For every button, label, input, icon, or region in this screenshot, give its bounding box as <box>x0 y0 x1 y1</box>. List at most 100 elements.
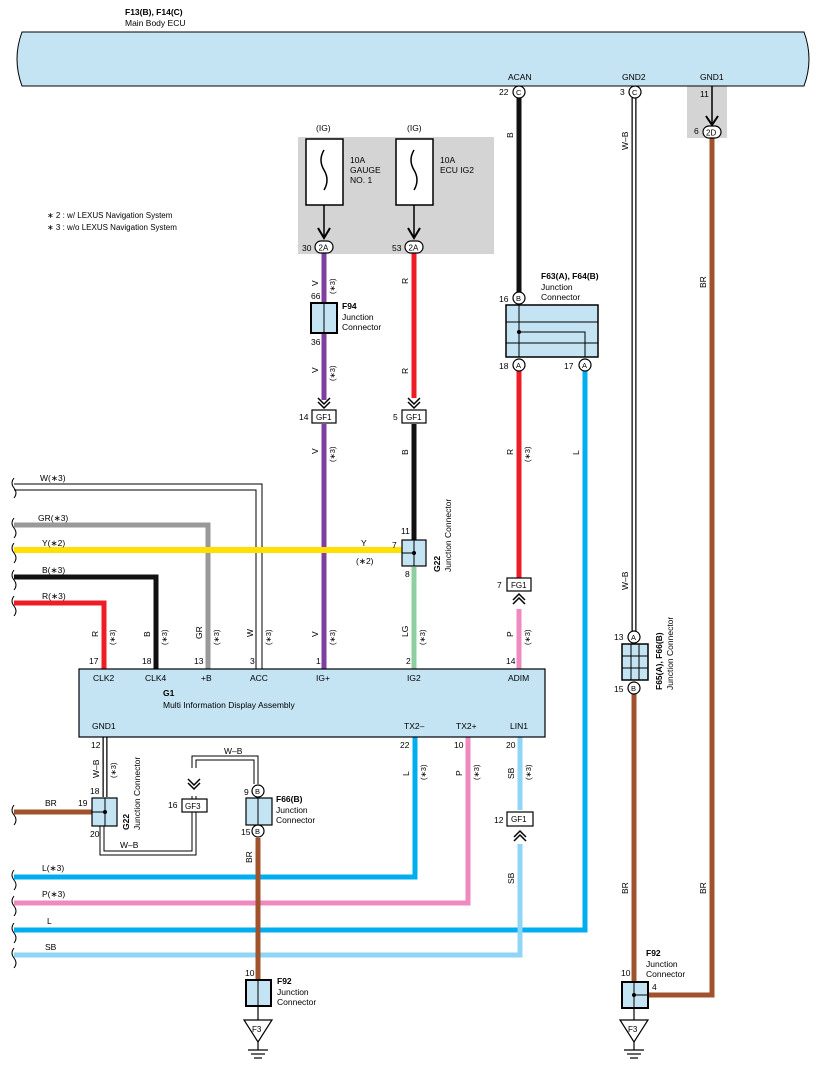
left-wire-y: Y(∗2) <box>42 538 65 548</box>
g22-bot-pin-left: 19 <box>78 798 88 808</box>
f92-left-pin: 10 <box>245 968 255 978</box>
f94-pin-bot: 36 <box>311 337 321 347</box>
ecu-pin-gnd2-num: 3 <box>620 87 625 97</box>
gf1-violet-name: GF1 <box>316 413 332 422</box>
f63-line2: Connector <box>541 292 580 302</box>
pin-adim-label: ADIM <box>508 673 529 683</box>
code-r-clk2: R <box>90 631 100 637</box>
wire-w-outer-b <box>14 489 257 669</box>
pin-acc-num: 3 <box>250 656 255 666</box>
code-gr-star: (∗3) <box>212 629 221 645</box>
fg1-name: FG1 <box>511 581 527 590</box>
ecu-pin-gnd2-label: GND2 <box>622 72 646 82</box>
wire-wb-f66-a <box>191 755 259 784</box>
f63-pin-out2: 17 <box>564 361 574 371</box>
code-l-tx2m: L <box>401 771 411 776</box>
f65-conn-top: A <box>631 633 636 642</box>
wire-wb-loop-b <box>103 796 193 852</box>
fuse-2-rating: 10A <box>440 155 455 165</box>
code-wb-gnd1: W–B <box>91 759 101 778</box>
assembly-g1: G1 Multi Information Display Assembly CL… <box>78 656 546 750</box>
code-p-adim: P <box>505 631 515 637</box>
ecu-pin-acan-num: 22 <box>499 87 509 97</box>
left-wire-p3: P(∗3) <box>42 889 65 899</box>
yellow-wire-code: Y <box>361 538 367 548</box>
ecu-ref: F13(B), F14(C) <box>125 7 183 17</box>
wire-pink-tx2plus <box>14 737 471 906</box>
f92-right-line2: Connector <box>646 969 685 979</box>
fuse-2-source: (IG) <box>407 123 422 133</box>
f65-conn-bot: B <box>631 684 636 693</box>
f92-left-ground: F3 <box>252 1025 262 1034</box>
wb-label-top: W–B <box>224 746 243 756</box>
code-br-gnd2: BR <box>620 882 630 894</box>
wire-black-clk4 <box>14 574 159 669</box>
wire-blue-l <box>14 371 588 933</box>
pin-gnd1-label: GND1 <box>92 721 116 731</box>
f66-conn-bot: B <box>255 827 260 836</box>
g22-bot-text: Junction Connector <box>132 757 142 830</box>
inline-connector-gf1-violet: 14 GF1 <box>299 397 337 424</box>
pin-clk2-label: CLK2 <box>93 673 115 683</box>
ecu-name: Main Body ECU <box>125 18 185 28</box>
gf3-name: GF3 <box>185 802 201 811</box>
f65-pin-bot: 15 <box>614 684 624 694</box>
wire-blue-tx2minus <box>14 737 418 880</box>
code-v-2: V <box>310 367 320 373</box>
fuse-1-name1: GAUGE <box>350 165 381 175</box>
pin-gnd1-num: 12 <box>91 740 101 750</box>
left-wire-l3: L(∗3) <box>42 863 64 873</box>
f94-line1: Junction <box>342 312 374 322</box>
junction-f92-left: 10 F92 Junction Connector F3 <box>242 968 316 1059</box>
wire-w-outer-a <box>14 483 263 669</box>
code-v-1-star: (∗3) <box>328 278 337 294</box>
pin-ig2-label: IG2 <box>407 673 421 683</box>
code-r-adim-star: (∗3) <box>523 446 532 462</box>
code-r-2: R <box>400 368 410 374</box>
code-wb-gnd1-star: (∗3) <box>109 762 118 778</box>
code-sb-lin1: SB <box>506 767 516 779</box>
ecu-pin-gnd2-conn: C <box>632 88 638 97</box>
code-r-1: R <box>400 278 410 284</box>
code-b-acan: B <box>505 132 515 138</box>
pin-clk4-num: 18 <box>142 656 152 666</box>
fuse-1-conn: 2A <box>319 244 329 253</box>
code-l-tx2m-star: (∗3) <box>419 764 428 780</box>
note-2: ∗ 3 : w/o LEXUS Navigation System <box>47 223 177 232</box>
code-wb-gnd2-bot: W–B <box>620 571 630 590</box>
gf1-red-name: GF1 <box>406 413 422 422</box>
pin-ig-num: 1 <box>316 656 321 666</box>
pin-tx2p-label: TX2+ <box>456 721 477 731</box>
pin-b-num: 13 <box>194 656 204 666</box>
pin-clk2-num: 17 <box>89 656 99 666</box>
g22-top-ref: G22 <box>432 556 442 572</box>
code-wb-gnd2-top: W–B <box>620 131 630 150</box>
pin-ig2-num: 2 <box>406 656 411 666</box>
f92-right-line1: Junction <box>646 959 678 969</box>
code-v-4: V <box>310 631 320 637</box>
fuse-2-pin: 53 <box>392 243 402 253</box>
wire-wb-loop-a <box>99 796 197 856</box>
f92-left-ref: F92 <box>277 976 292 986</box>
ecu-pin-2d-conn: 2D <box>706 129 716 138</box>
pin-tx2p-num: 10 <box>454 740 464 750</box>
yellow-wire-star: (∗2) <box>356 556 374 566</box>
left-wire-br: BR <box>45 798 57 808</box>
wire-red-clk2 <box>14 600 107 669</box>
junction-f92-right: F92 Junction Connector 10 4 F3 <box>618 948 685 1059</box>
f66-conn-top: B <box>255 787 260 796</box>
inline-connector-gf1-skyblue: 12 GF1 <box>494 811 534 842</box>
f94-pin-top: 66 <box>311 291 321 301</box>
ecu-pin-gnd1-num: 11 <box>700 89 709 99</box>
fuse-gauge-no1: (IG) 10A GAUGE NO. 1 <box>305 123 381 240</box>
code-p-adim-star: (∗3) <box>523 629 532 645</box>
gf1-red-pin: 5 <box>393 412 398 422</box>
wb-label-bottom: W–B <box>120 840 139 850</box>
fuse-2-conn: 2A <box>409 244 419 253</box>
connector-2a-ecu: 53 2A <box>392 240 424 254</box>
g22-bot-pin-top: 18 <box>90 786 100 796</box>
code-br-gnd1-bot: BR <box>698 882 708 894</box>
f92-right-ground: F3 <box>628 1025 638 1034</box>
f63-conn-out2: A <box>582 361 587 370</box>
gf1-violet-pin: 14 <box>299 412 309 422</box>
